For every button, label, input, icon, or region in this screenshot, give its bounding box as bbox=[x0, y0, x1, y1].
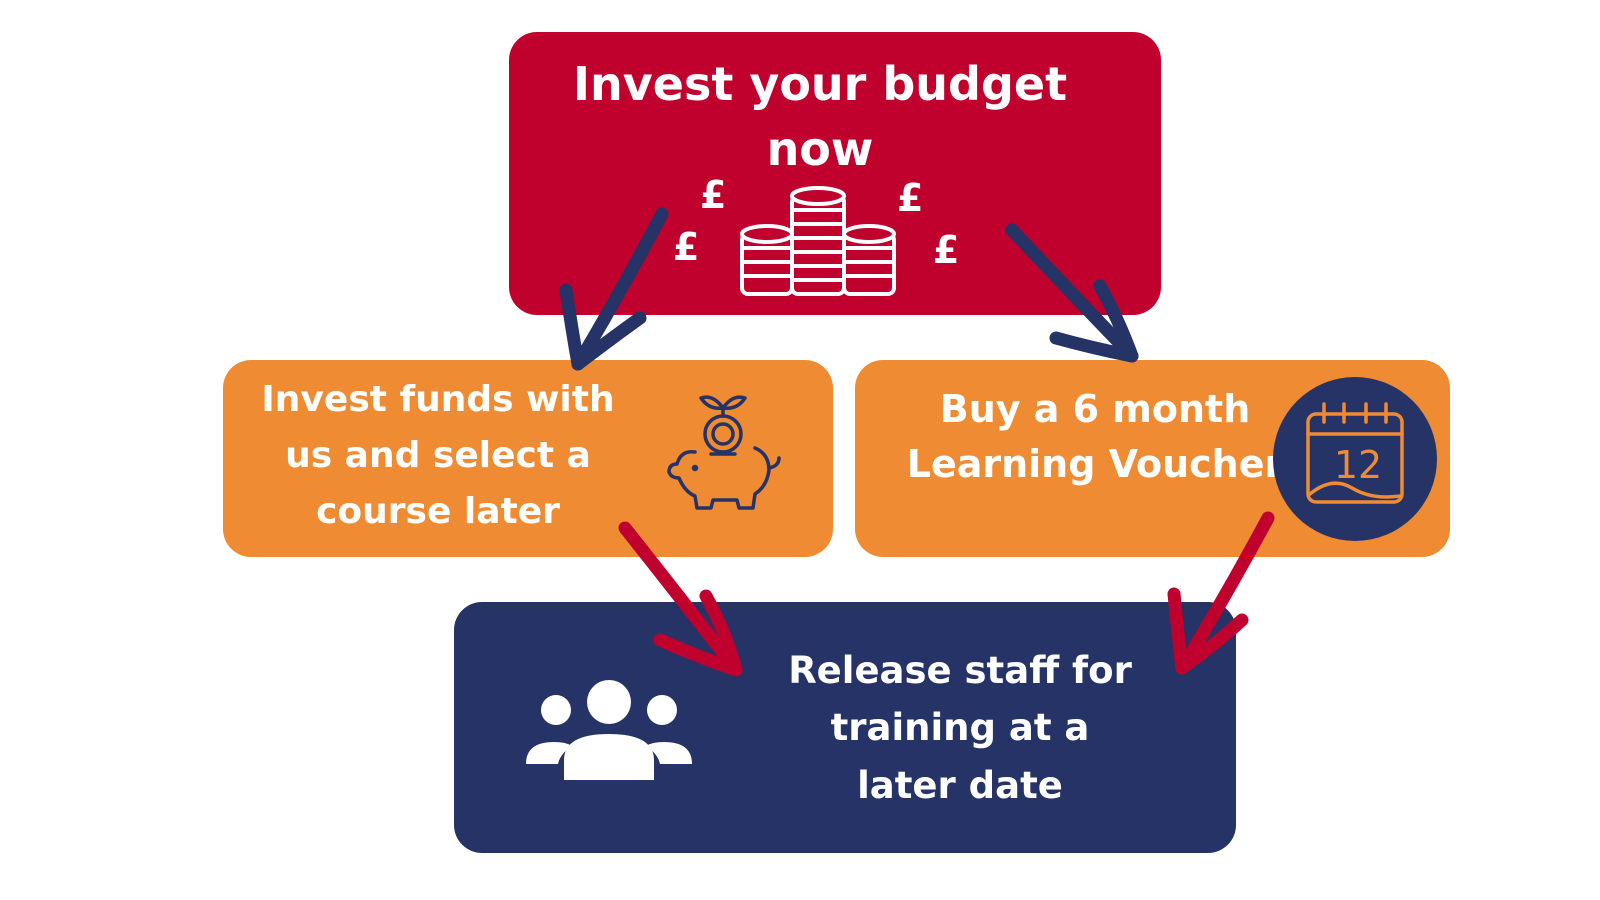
calendar-icon: 12 bbox=[1273, 377, 1437, 541]
pound-symbol: £ bbox=[933, 228, 960, 272]
pound-symbol: £ bbox=[897, 176, 924, 220]
invest-funds-text: Invest funds with us and select a course… bbox=[261, 379, 615, 532]
release-staff-box bbox=[454, 602, 1236, 853]
people-group-icon bbox=[526, 680, 692, 780]
invest-budget-title: Invest your budget now bbox=[572, 57, 1068, 177]
learning-voucher-text: Buy a 6 month Learning Voucher bbox=[906, 387, 1284, 487]
pound-symbol: £ bbox=[700, 173, 727, 217]
calendar-number: 12 bbox=[1334, 443, 1382, 487]
coins-stack-icon bbox=[740, 186, 896, 296]
release-staff-text: Release staff for training at a later da… bbox=[788, 649, 1132, 807]
piggy-bank-icon bbox=[667, 395, 781, 510]
pound-symbol: £ bbox=[673, 225, 700, 269]
